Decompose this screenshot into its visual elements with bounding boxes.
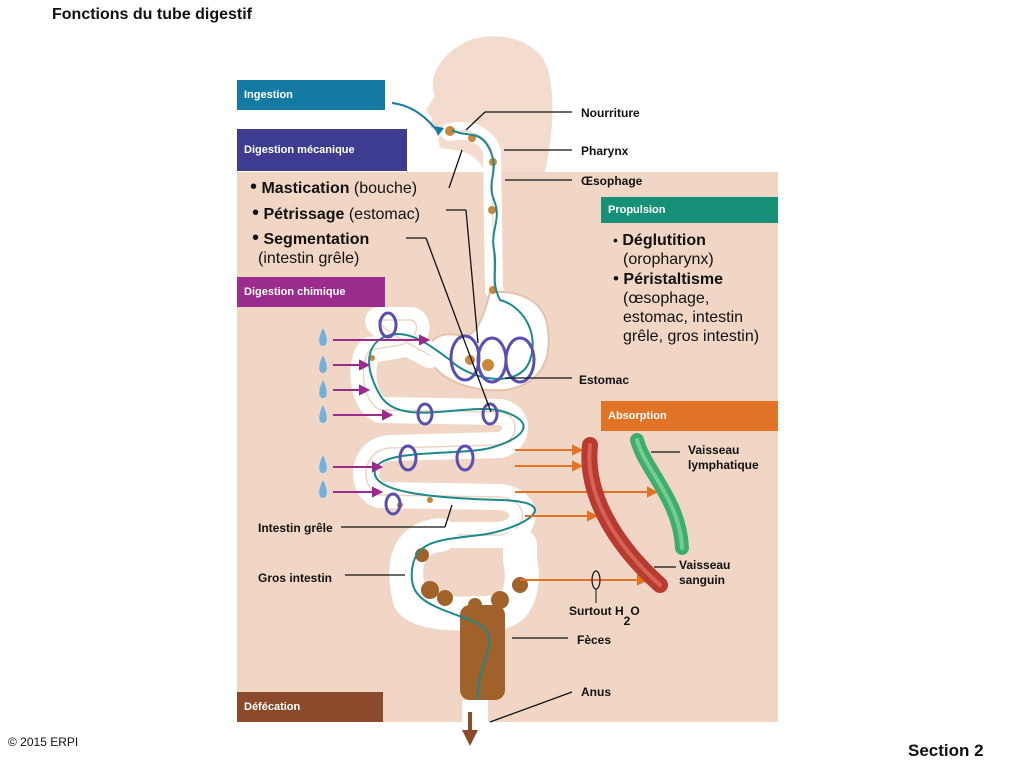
copyright-notice: © 2015 ERPI [8, 735, 79, 749]
tag-propulsion: Propulsion [601, 197, 778, 223]
propulsion-item-peristaltisme: • Péristaltisme (œsophage, estomac, inte… [613, 269, 760, 345]
leader-lines [341, 111, 680, 723]
ingestion-arrow [391, 102, 439, 133]
tag-ingestion: Ingestion [237, 80, 385, 110]
prop-line2: (oropharynx) [623, 251, 714, 268]
mech-bold: Pétrissage [263, 206, 345, 223]
mech-bold: Segmentation [263, 231, 370, 248]
mech-item-segmentation: • Segmentation (intestin grêle) [252, 227, 370, 267]
tag-defecation: Défécation [237, 692, 383, 722]
mech-line2: (intestin grêle) [258, 250, 360, 267]
enzyme-arrows [333, 334, 431, 498]
label-feces: Fèces [577, 633, 612, 647]
anus-opening [462, 700, 488, 722]
prop-bold: Péristaltisme [623, 271, 724, 288]
label-subscript: 2 [623, 614, 631, 628]
label-nourriture: Nourriture [581, 106, 640, 120]
label-surtout: Surtout H [569, 604, 624, 618]
label-estomac: Estomac [579, 373, 630, 387]
label-surtout-h2o: Surtout H2O [569, 604, 640, 628]
prop-line3: estomac, intestin [623, 309, 744, 326]
label-gros-intestin: Gros intestin [258, 571, 333, 585]
mech-item-petrissage: • Pétrissage (estomac) [252, 202, 420, 224]
nerve-plexus [368, 129, 536, 701]
absorption-arrows [515, 444, 659, 586]
label-vaisseau-lymphatique: Vaisseau lymphatique [688, 443, 759, 473]
mech-rest: (bouche) [349, 180, 418, 197]
label-anus: Anus [581, 685, 611, 699]
label-line: sanguin [679, 573, 726, 587]
mech-rest: (estomac) [344, 206, 420, 223]
label-line: Vaisseau [688, 443, 740, 457]
small-intestine-outline [362, 319, 524, 536]
enzyme-droplets [319, 280, 377, 498]
label-vaisseau-sanguin: Vaisseau sanguin [679, 558, 730, 588]
label-oesophage: Œsophage [581, 174, 643, 188]
rectum-feces [460, 605, 505, 700]
prop-line4: grêle, gros intestin) [623, 328, 760, 345]
section-label: Section 2 [908, 741, 984, 760]
tag-digestion-mecanique: Digestion mécanique [237, 129, 407, 171]
tag-absorption: Absorption [601, 401, 778, 431]
label-intestin-grele: Intestin grêle [258, 521, 333, 535]
label-line: lymphatique [688, 458, 759, 472]
mech-item-mastication: • Mastication (bouche) [250, 176, 418, 198]
page-title: Fonctions du tube digestif [52, 6, 252, 23]
label-pharynx: Pharynx [581, 144, 629, 158]
label-o: O [630, 604, 640, 618]
food-particles [369, 126, 497, 508]
prop-bold: Déglutition [622, 232, 706, 249]
mech-bold: Mastication [261, 180, 350, 197]
propulsion-item-deglutition: • Déglutition (oropharynx) [613, 232, 714, 268]
churning-spirals [378, 311, 536, 516]
tag-digestion-chimique: Digestion chimique [237, 277, 385, 307]
label-line: Vaisseau [679, 558, 731, 572]
prop-line2: (œsophage, [623, 290, 710, 307]
